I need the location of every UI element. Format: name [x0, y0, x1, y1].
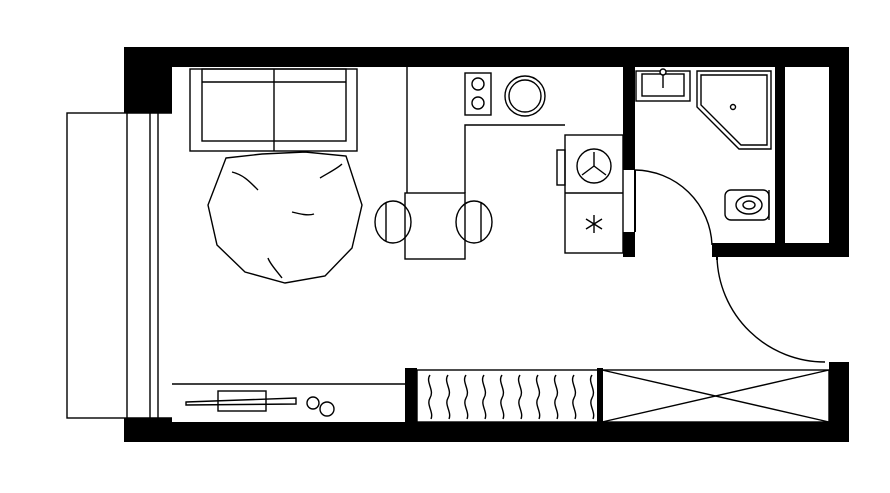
tv-stand	[172, 383, 405, 417]
cooktop	[464, 72, 492, 116]
round-rug	[207, 151, 363, 284]
bathroom-sink	[635, 68, 691, 102]
shoe-rack	[416, 369, 600, 423]
sofa	[189, 68, 358, 152]
dining-chair-right	[455, 200, 493, 244]
interior-walls	[405, 67, 832, 426]
shower-tray	[696, 70, 772, 150]
outer-walls	[124, 47, 849, 442]
kitchen-counter	[406, 67, 624, 254]
refrigerator	[585, 215, 603, 233]
toilet	[724, 189, 770, 221]
dining-chair-left	[374, 200, 412, 244]
entrance-door	[716, 256, 826, 363]
shoe-rack-partition	[597, 368, 603, 422]
bathroom-door	[634, 169, 713, 246]
balcony	[66, 112, 172, 419]
kitchen-sink	[504, 75, 546, 117]
wardrobe	[601, 369, 830, 423]
dining-table	[404, 192, 466, 260]
washing-machine	[576, 148, 612, 184]
